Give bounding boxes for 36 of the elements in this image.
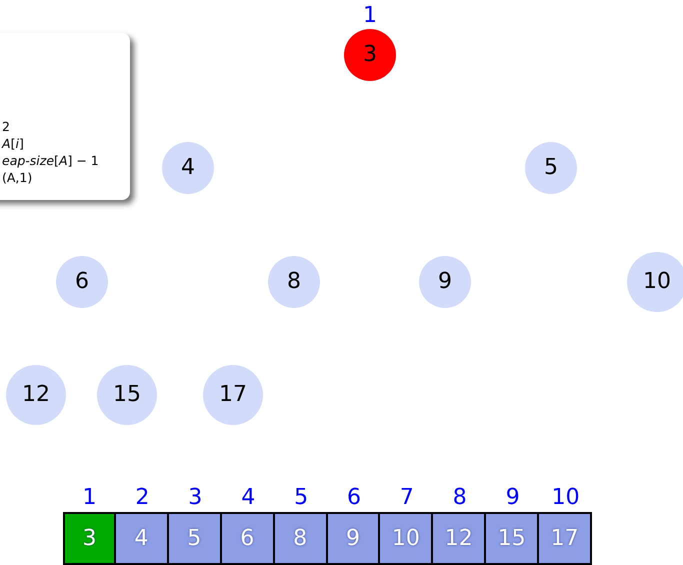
index-label: 9	[506, 487, 520, 509]
code-line: 2	[2, 118, 11, 135]
index-label: 1	[82, 487, 96, 509]
array-cell: 8	[272, 512, 328, 565]
index-label: 4	[241, 487, 256, 509]
heap-node-circle: 3	[344, 29, 396, 81]
array-cell: 12	[431, 512, 486, 565]
index-label: 2	[135, 487, 150, 509]
heap-node-circle: 12	[6, 365, 66, 425]
heap-node-circle: 17	[203, 365, 263, 425]
code-line: A[i]	[2, 135, 25, 152]
code-line: eap-size[A] − 1	[2, 152, 100, 169]
array-cell: 15	[484, 512, 540, 565]
array-cell: 4	[114, 512, 169, 565]
pseudocode-card	[0, 33, 130, 200]
heap-node-circle: 4	[162, 142, 214, 194]
heap-node-circle: 15	[97, 365, 157, 425]
index-label: 8	[452, 487, 467, 509]
index-label: 1	[363, 5, 377, 27]
index-label: 3	[188, 487, 202, 509]
heap-node-circle: 6	[56, 256, 108, 308]
index-label: 7	[400, 487, 414, 509]
array-cell: 10	[378, 512, 434, 565]
code-line: (A,1)	[2, 169, 34, 186]
heap-node-circle: 9	[419, 256, 471, 308]
array-cell: 17	[537, 512, 592, 565]
index-label: 10	[552, 487, 580, 509]
heap-node-circle: 8	[268, 256, 320, 308]
heap-node-circle: 10	[627, 252, 683, 312]
index-label: 6	[347, 487, 361, 509]
array-cell: 9	[326, 512, 380, 565]
array-cell: 5	[166, 512, 222, 565]
heap-node-circle: 5	[525, 142, 577, 194]
index-label: 5	[294, 487, 308, 509]
array-cell: 3	[63, 512, 116, 565]
array-cell: 6	[220, 512, 275, 565]
